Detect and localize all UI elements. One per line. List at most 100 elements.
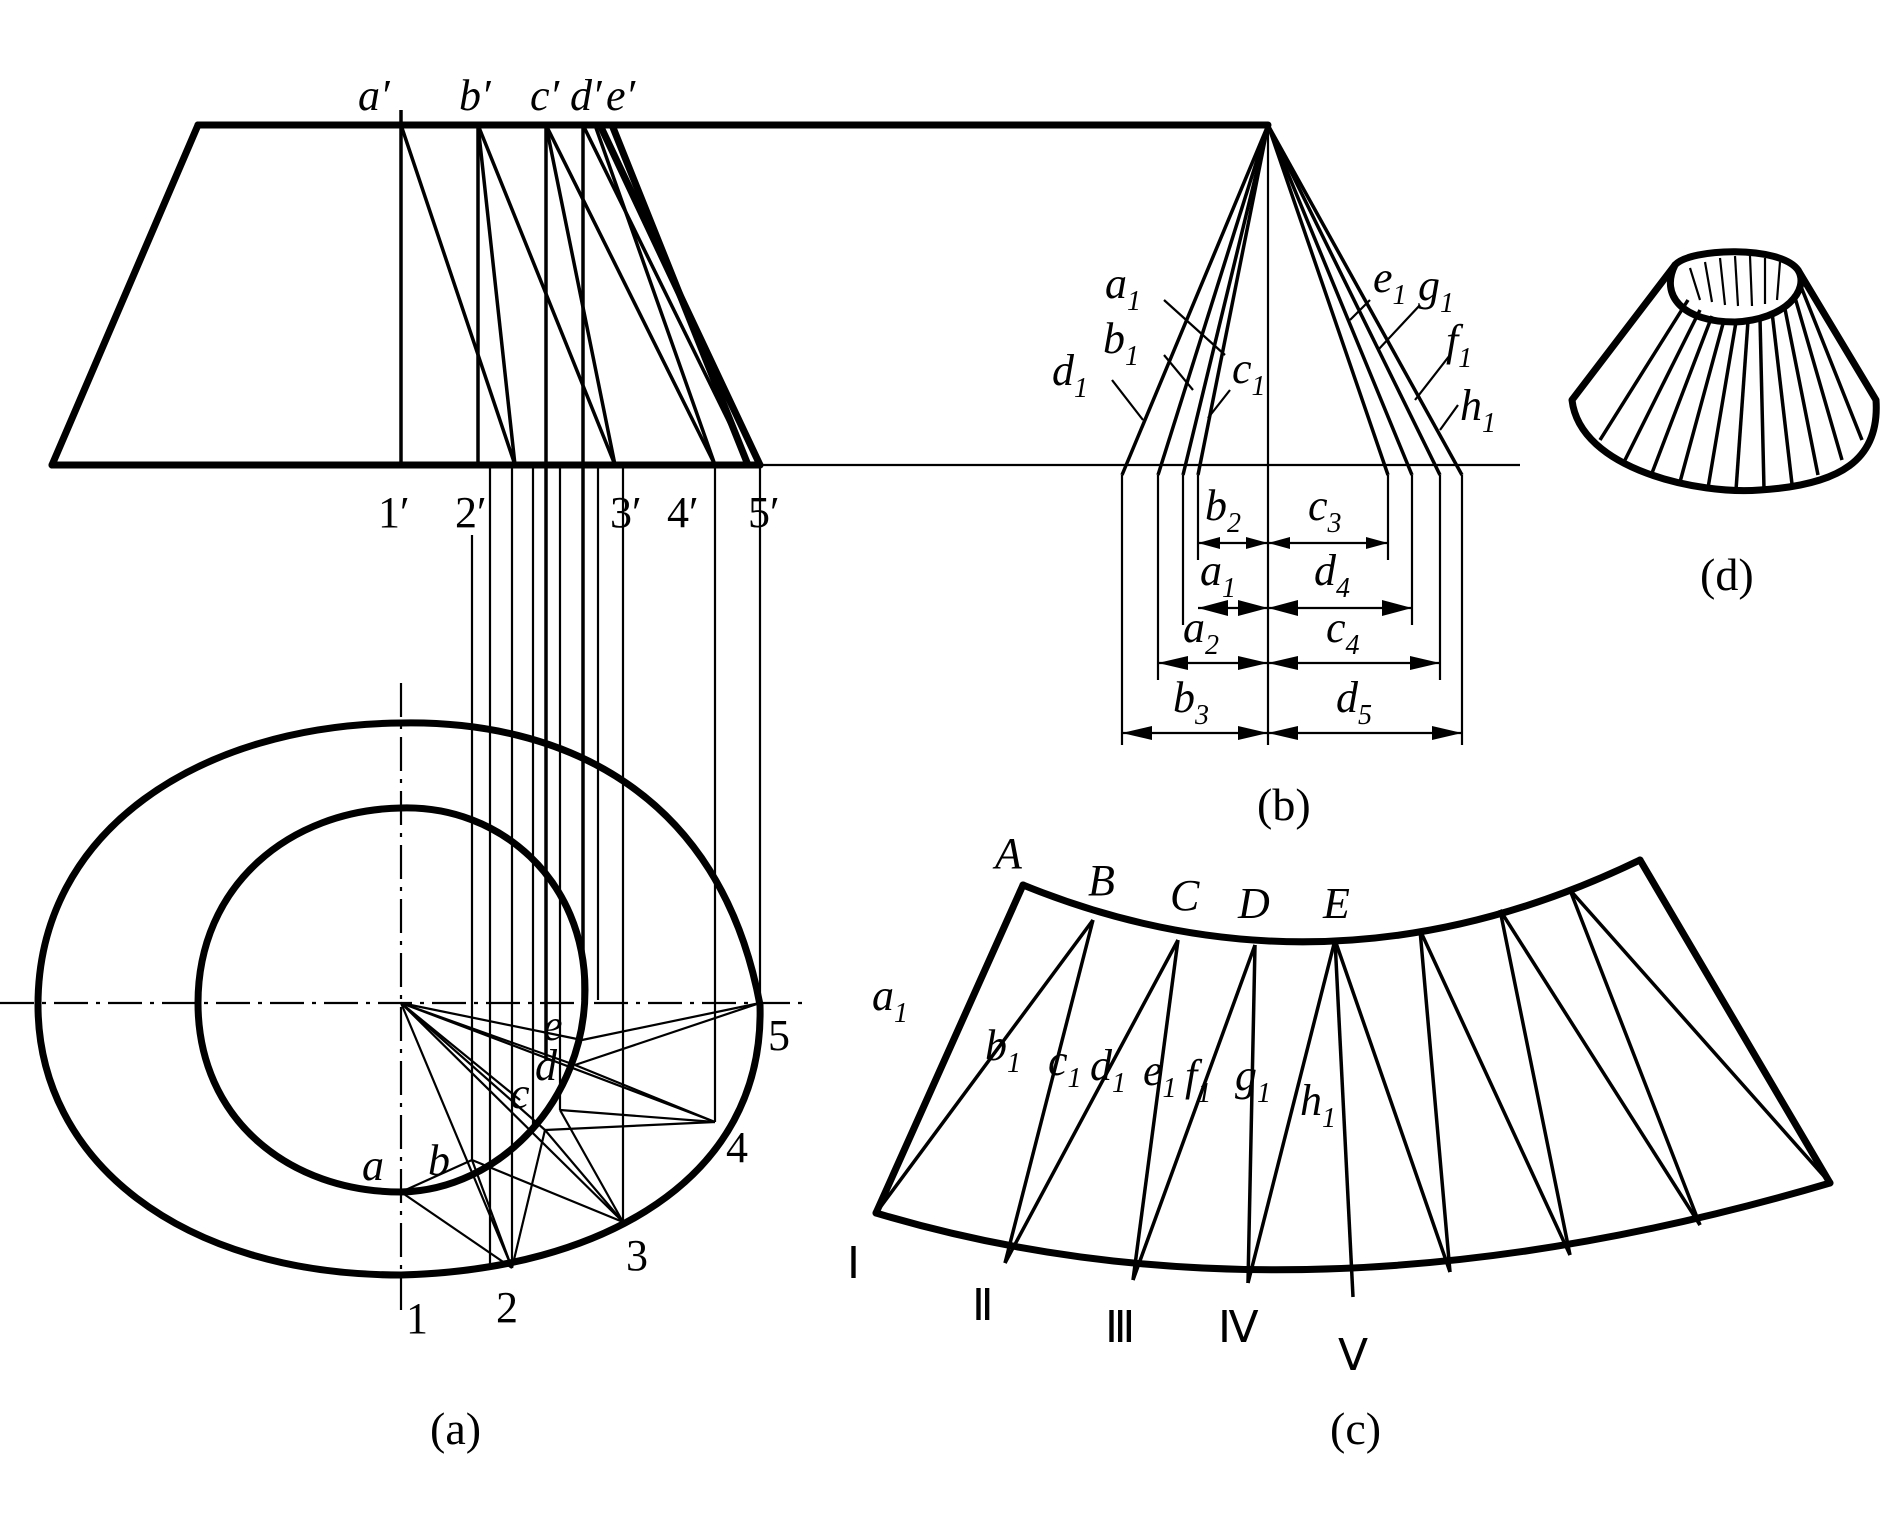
dev-b1 xyxy=(874,918,1095,1215)
dim-label-d4: d4 xyxy=(1314,546,1350,604)
leader-g1 xyxy=(1377,304,1421,351)
dim-label-c3: c3 xyxy=(1308,481,1342,539)
leader-f1 xyxy=(1414,354,1451,401)
dev-r2 xyxy=(1418,929,1572,1256)
dev-d1 xyxy=(1003,939,1180,1264)
dev-v xyxy=(1333,939,1355,1298)
arrow xyxy=(1268,726,1298,740)
label-I: Ⅰ xyxy=(847,1239,860,1288)
dev-r3 xyxy=(1498,909,1572,1256)
tri-a-2 xyxy=(400,1191,513,1269)
label-plan-e: e xyxy=(543,1001,563,1050)
dev-e1 xyxy=(1131,939,1180,1281)
arrow xyxy=(1268,656,1298,670)
dim-label-b3: b3 xyxy=(1173,673,1209,731)
b-line-g xyxy=(1266,124,1414,476)
dev-label-c1: c1 xyxy=(1048,1036,1082,1094)
cone-outline xyxy=(1568,261,1880,495)
dev-label-h1: h1 xyxy=(1300,1076,1336,1134)
label-A: A xyxy=(992,829,1023,878)
b-line-c xyxy=(1196,124,1270,476)
cone-top-opening xyxy=(1667,248,1805,326)
leader-b1 xyxy=(1163,354,1194,391)
label-b-a1: a1 xyxy=(1105,259,1141,317)
plan-triangulation xyxy=(399,1001,761,1269)
label-D: D xyxy=(1237,879,1270,928)
label-b-g1: g1 xyxy=(1418,261,1454,319)
b-line-e xyxy=(1266,124,1390,476)
tri-c-4 xyxy=(544,1120,716,1132)
development-view xyxy=(872,856,1834,1298)
label-plan-a: a xyxy=(362,1141,384,1190)
label-4-prime: 4′ xyxy=(667,488,699,537)
dev-label-f1: f1 xyxy=(1185,1051,1211,1109)
dev-c1 xyxy=(1003,919,1095,1264)
line-b-3 xyxy=(476,124,617,466)
inner-circle xyxy=(194,804,589,1196)
b-line-d xyxy=(1120,124,1270,476)
dev-g1 xyxy=(1246,944,1257,1284)
arrow xyxy=(1366,537,1388,549)
label-b-f1: f1 xyxy=(1446,316,1472,374)
arrow xyxy=(1238,600,1268,616)
tri-3-c2 xyxy=(559,1109,624,1223)
arrow xyxy=(1198,600,1228,616)
frustum-left-edge xyxy=(48,121,202,469)
front-view xyxy=(48,110,1520,1060)
label-b-e1: e1 xyxy=(1373,253,1407,311)
cone-ribs xyxy=(1598,255,1864,491)
dev-e-next xyxy=(1333,939,1452,1273)
dev-bottom-arc xyxy=(872,1179,1834,1274)
tri-e-5 xyxy=(581,1001,761,1042)
arrow xyxy=(1246,537,1268,549)
dev-left-edge xyxy=(872,881,1027,1217)
label-II: Ⅱ xyxy=(972,1281,994,1330)
arrow xyxy=(1432,726,1462,740)
dim-label-b2: b2 xyxy=(1205,481,1241,539)
label-e-prime: e′ xyxy=(606,71,637,120)
dev-label-d1: d1 xyxy=(1090,1041,1126,1099)
label-point-3: 3 xyxy=(626,1231,648,1280)
label-V: Ⅴ xyxy=(1338,1331,1368,1380)
label-point-5: 5 xyxy=(768,1011,790,1060)
arrow xyxy=(1410,656,1440,670)
radial-c xyxy=(400,1002,546,1131)
label-point-4: 4 xyxy=(726,1123,748,1172)
arrow xyxy=(1158,656,1188,670)
dev-right-edge xyxy=(1636,856,1834,1187)
dev-top-arc xyxy=(1019,856,1644,946)
leader-e1 xyxy=(1349,299,1371,321)
dev-r4 xyxy=(1498,909,1702,1226)
frustum-right-edge-inner xyxy=(608,121,752,469)
caption-d: (d) xyxy=(1700,549,1754,600)
b-line-f xyxy=(1266,124,1442,476)
label-3-prime: 3′ xyxy=(610,488,642,537)
label-b-prime: b′ xyxy=(459,71,492,120)
b-line-a xyxy=(1181,124,1270,476)
label-5-prime: 5′ xyxy=(748,488,780,537)
true-length-diagram xyxy=(1111,124,1464,745)
outer-ellipse xyxy=(34,719,764,1279)
plan-view xyxy=(0,683,810,1310)
label-III: Ⅲ xyxy=(1105,1303,1135,1352)
label-b-c1: c1 xyxy=(1232,344,1266,402)
dev-r6 xyxy=(1568,888,1832,1185)
dim-label-d5: d5 xyxy=(1336,673,1372,731)
radial-2 xyxy=(399,1002,514,1269)
dev-h1 xyxy=(1246,939,1337,1284)
caption-b: (b) xyxy=(1257,779,1311,830)
label-c-prime: c′ xyxy=(530,71,561,120)
line-c-3 xyxy=(544,124,617,466)
line-d-5 xyxy=(581,124,752,466)
label-B: B xyxy=(1088,856,1115,905)
dev-label-g1: g1 xyxy=(1235,1051,1271,1109)
view-b-labels: a1 b1 c1 d1 e1 g1 f1 h1 b2 a1 a2 b3 c3 d… xyxy=(1052,253,1496,830)
view-c-labels: A B C D E Ⅰ Ⅱ Ⅲ Ⅳ Ⅴ a1 b1 c1 d1 e1 f1 g1… xyxy=(847,829,1381,1454)
arrow xyxy=(1238,656,1268,670)
label-b-b1: b1 xyxy=(1103,314,1139,372)
radial-e xyxy=(400,1001,583,1042)
b-line-h xyxy=(1266,124,1464,476)
pictorial-view: (d) xyxy=(1568,248,1880,600)
tri-2-c xyxy=(510,1129,547,1269)
view-a-labels: a′ b′ c′ d′ e′ 1′ 2′ 3′ 4′ 5′ 1 2 3 4 5 … xyxy=(358,71,790,1454)
